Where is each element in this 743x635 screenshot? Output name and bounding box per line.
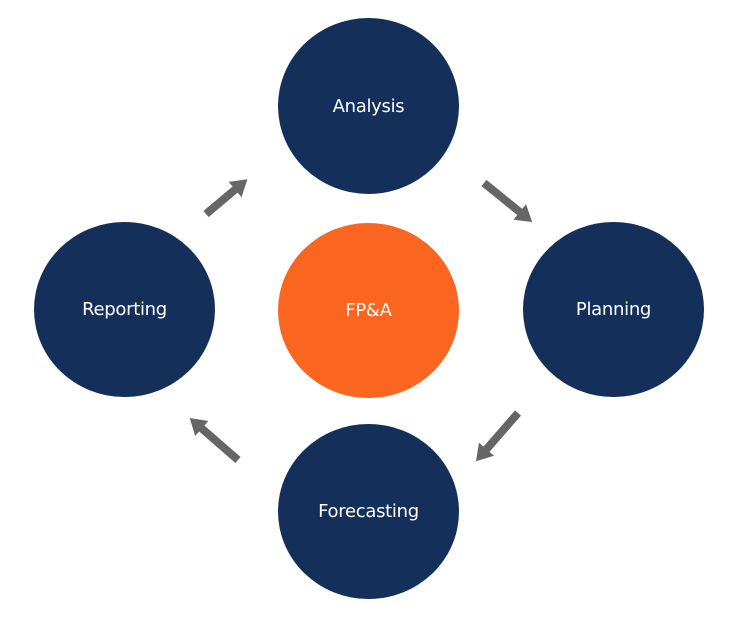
arrow-analysis-to-planning [481,179,533,223]
node-reporting: Reporting [34,222,215,397]
node-label: Planning [575,299,652,320]
node-label: FP&A [345,300,392,321]
arrow-forecasting-to-reporting [189,418,241,464]
arrow-reporting-to-analysis [203,179,248,218]
node-label: Forecasting [318,501,419,522]
node-label: Reporting [82,299,167,320]
node-analysis: Analysis [278,18,459,194]
arrow-planning-to-forecasting [476,410,522,462]
node-forecasting: Forecasting [278,424,459,599]
node-planning: Planning [523,222,704,397]
node-center-fpa: FP&A [278,223,459,398]
node-label: Analysis [332,95,405,117]
